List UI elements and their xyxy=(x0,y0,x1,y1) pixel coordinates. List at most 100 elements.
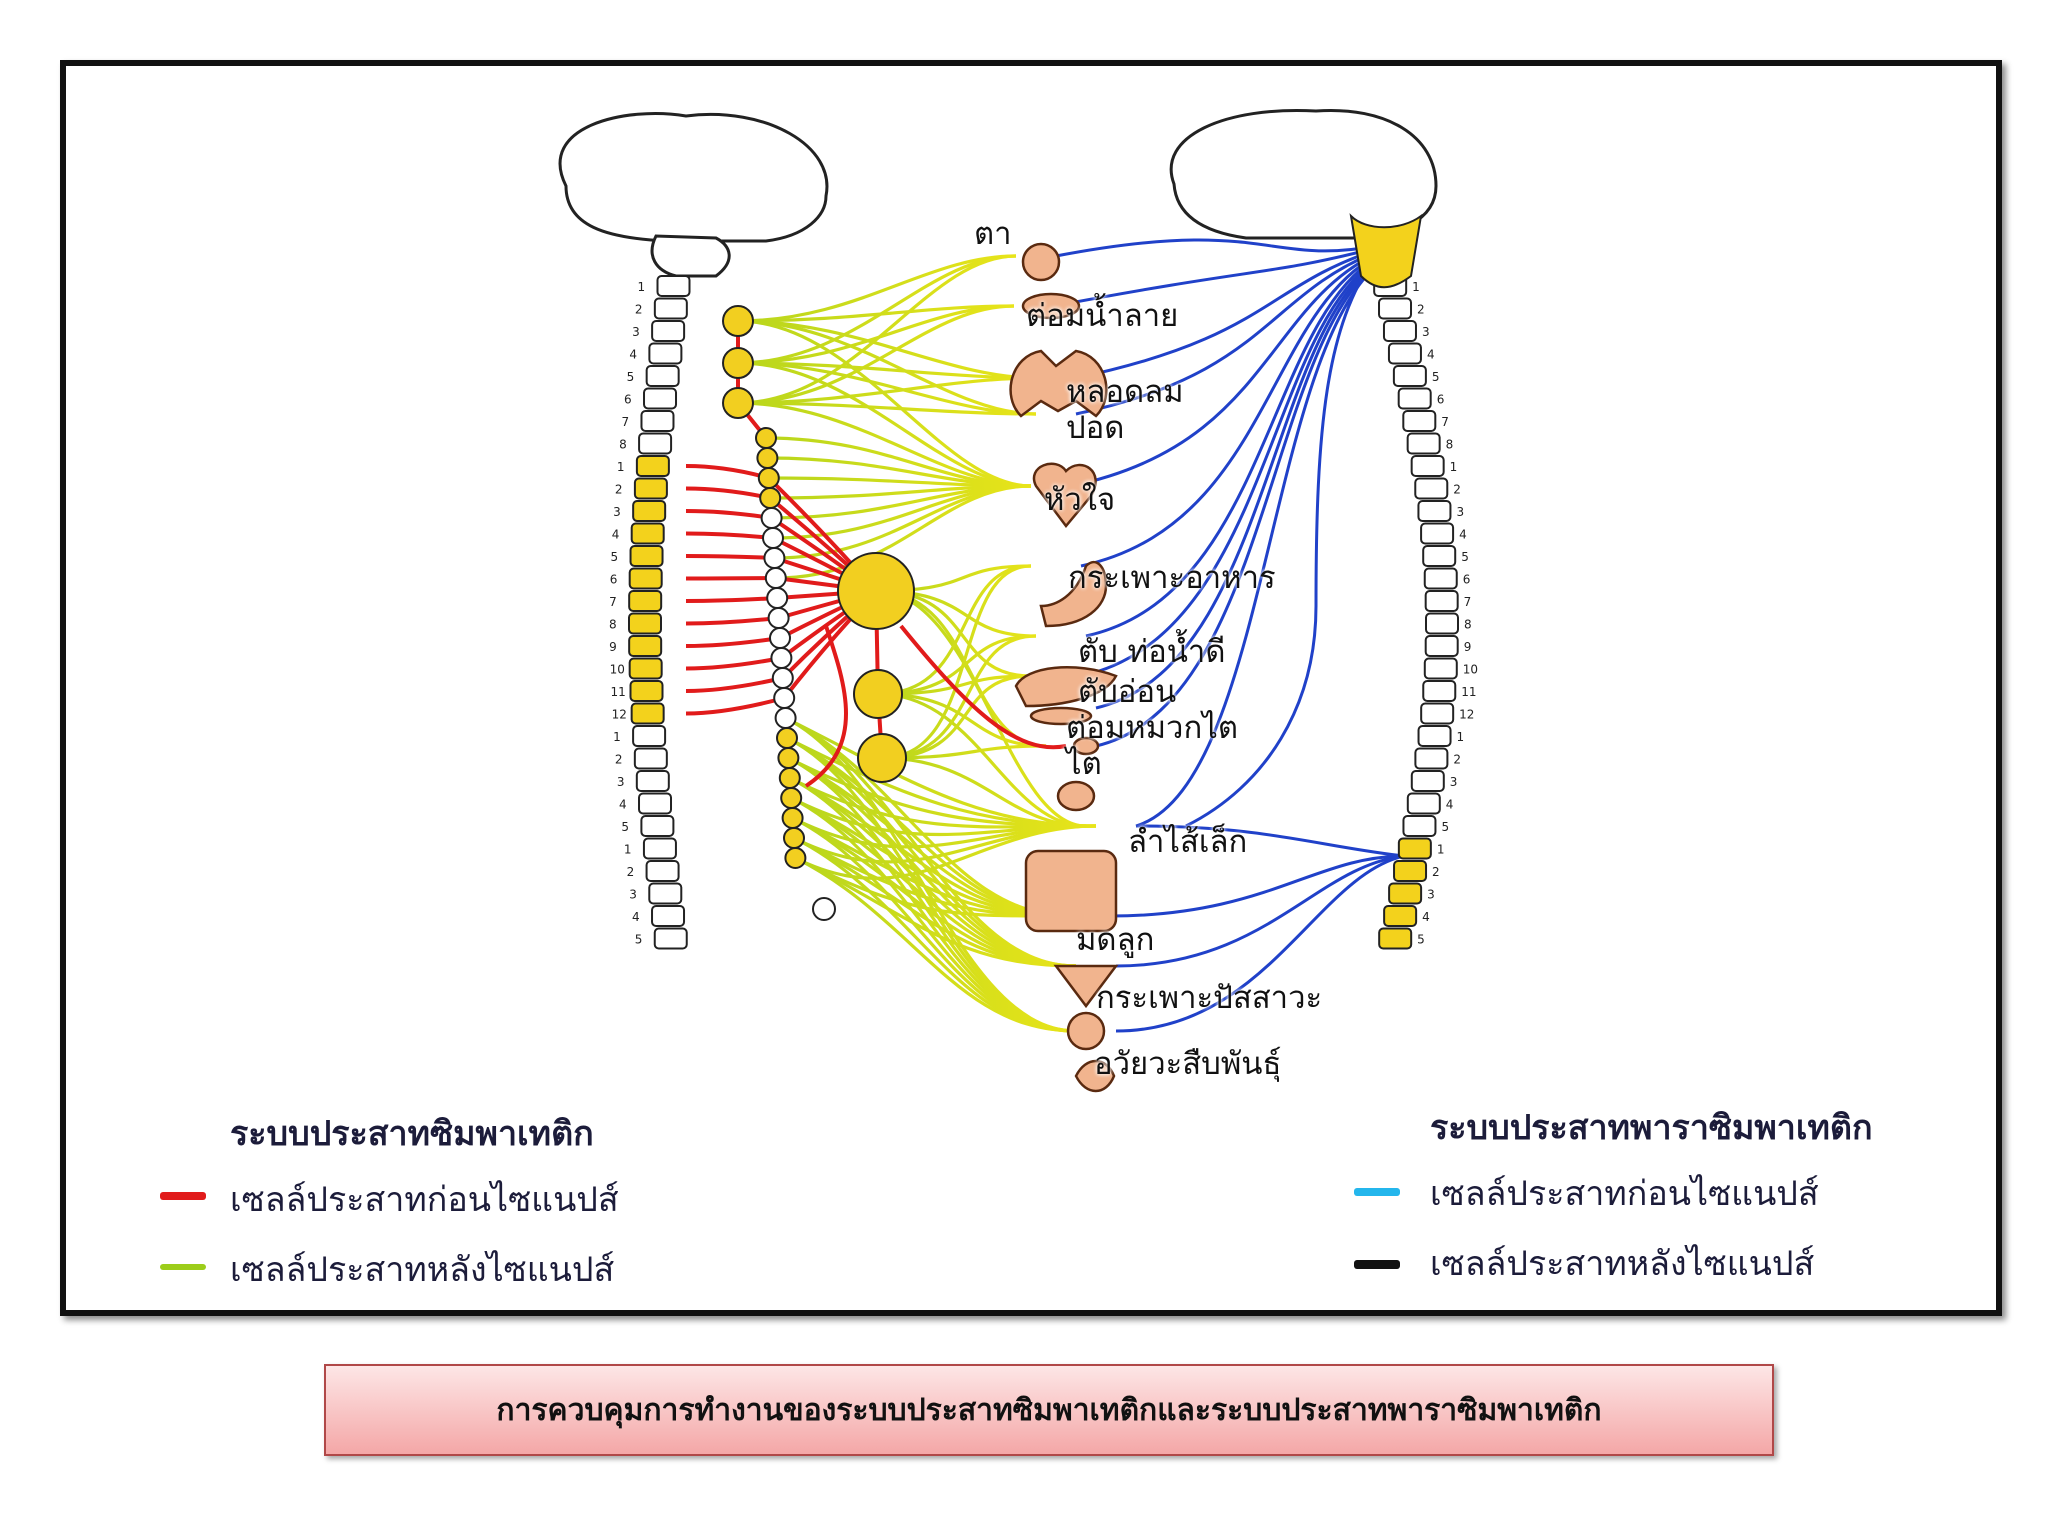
right-vertebra-number: 4 xyxy=(1446,798,1454,812)
legend-para-post-swatch xyxy=(1354,1260,1400,1269)
chain-ganglion xyxy=(760,507,783,529)
preganglionic-fibre xyxy=(685,656,782,671)
label-lung: ปอด xyxy=(1066,410,1125,446)
chain-ganglion xyxy=(770,647,793,669)
left-vertebra xyxy=(640,815,675,837)
postganglionic-fibre xyxy=(794,824,1097,880)
right-vertebra xyxy=(1378,927,1413,950)
left-vertebra-number: 5 xyxy=(621,820,629,834)
right-vertebra-number: 4 xyxy=(1459,528,1467,542)
chain-ganglion xyxy=(783,827,805,849)
preganglionic-fibre xyxy=(685,696,785,716)
label-trachea: หลอดลม xyxy=(1066,374,1184,410)
left-vertebra-number: 11 xyxy=(611,685,626,699)
right-vertebra xyxy=(1383,905,1418,927)
left-vertebra xyxy=(629,545,664,567)
right-vertebra-number: 1 xyxy=(1457,730,1465,744)
cervical-trunk xyxy=(736,321,768,440)
chain-ganglion xyxy=(774,707,797,729)
right-vertebra-number: 3 xyxy=(1422,325,1430,339)
left-vertebra xyxy=(630,702,665,725)
postganglionic-fibre xyxy=(877,674,1032,696)
label-kidney: ไต xyxy=(1066,746,1102,782)
left-vertebra-number: 9 xyxy=(609,640,617,654)
right-vertebra-number: 5 xyxy=(1441,820,1449,834)
postganglionic-fibre xyxy=(737,304,1015,405)
figure-caption: การควบคุมการทำงานของระบบประสาทซิมพาเทติก… xyxy=(324,1364,1774,1456)
right-vertebra-number: 8 xyxy=(1464,618,1472,632)
left-vertebra xyxy=(633,747,668,770)
legend-sympathetic-title: ระบบประสาทซิมพาเทติก xyxy=(230,1114,594,1154)
right-vertebra-number: 5 xyxy=(1461,550,1469,564)
chain-ganglion xyxy=(757,467,780,489)
left-vertebra-number: 2 xyxy=(615,483,623,497)
left-vertebra xyxy=(653,927,688,950)
cervical-ganglion xyxy=(722,347,754,379)
right-vertebra xyxy=(1417,725,1452,747)
parasympathetic-fibre xyxy=(1055,238,1377,258)
right-vertebra xyxy=(1424,635,1459,657)
right-vertebra xyxy=(1397,837,1432,860)
postganglionic-fibre xyxy=(737,361,1037,416)
left-vertebra-number: 1 xyxy=(624,843,632,857)
preganglionic-fibre xyxy=(685,616,779,626)
right-vertebra xyxy=(1382,320,1417,342)
salivary-gland-organ xyxy=(1021,292,1081,320)
right-vertebra xyxy=(1406,792,1441,815)
left-vertebra-number: 2 xyxy=(627,865,635,879)
left-vertebra xyxy=(628,635,663,657)
eye-organ xyxy=(1021,242,1061,282)
left-vertebra-number: 1 xyxy=(638,280,646,294)
left-vertebra xyxy=(638,432,673,455)
label-eye: ตา xyxy=(974,216,1012,252)
chain-ganglion xyxy=(780,787,803,809)
left-vertebra xyxy=(645,365,680,387)
chain-ganglion xyxy=(755,427,777,449)
right-vertebra-number: 3 xyxy=(1456,505,1464,519)
right-vertebra-number: 5 xyxy=(1417,933,1425,947)
left-vertebra-number: 1 xyxy=(617,460,625,474)
right-vertebra xyxy=(1414,747,1449,770)
preganglionic-fibre xyxy=(685,576,776,581)
prevertebral-ganglion xyxy=(857,733,907,783)
left-vertebra-number: 2 xyxy=(635,303,643,317)
postganglionic-fibre xyxy=(881,674,1032,760)
adrenal-fibre xyxy=(899,624,1067,750)
left-vertebra xyxy=(642,837,677,860)
right-vertebra xyxy=(1402,410,1437,432)
right-vertebra-number: 4 xyxy=(1422,910,1430,924)
pelvic-splanchnic-fibre xyxy=(1115,854,1405,1033)
right-vertebra xyxy=(1410,770,1445,792)
left-vertebra-number: 4 xyxy=(612,528,620,542)
preganglionic-fibre xyxy=(685,509,772,520)
liver-organ xyxy=(1014,666,1118,708)
chain-ganglion xyxy=(764,567,787,589)
right-vertebra xyxy=(1417,500,1452,522)
right-vertebra-number: 1 xyxy=(1450,460,1458,474)
right-vertebra xyxy=(1392,365,1427,387)
label-uterus: มดลูก xyxy=(1076,922,1155,958)
left-vertebra-number: 12 xyxy=(612,708,627,722)
postganglionic-fibre xyxy=(881,564,1032,760)
right-vertebra xyxy=(1397,387,1432,410)
left-vertebra-number: 4 xyxy=(619,798,627,812)
left-vertebra-number: 4 xyxy=(629,348,637,362)
left-vertebra-number: 2 xyxy=(615,753,623,767)
right-vertebra xyxy=(1414,477,1449,500)
postganglionic-fibre xyxy=(737,319,1037,416)
right-vertebra-number: 2 xyxy=(1453,483,1461,497)
genital-organ xyxy=(1074,1059,1116,1093)
chain-ganglion xyxy=(778,767,801,789)
right-vertebra-number: 2 xyxy=(1417,303,1425,317)
right-vertebra xyxy=(1420,702,1455,725)
lung-organ xyxy=(1009,349,1108,418)
right-vertebra xyxy=(1402,815,1437,837)
postganglionic-fibre xyxy=(737,304,1015,365)
preganglionic-fibre xyxy=(685,464,770,480)
left-vertebra xyxy=(651,320,686,342)
postganglionic-fibre xyxy=(737,361,1032,488)
legend-sym-pre-swatch xyxy=(160,1192,206,1200)
